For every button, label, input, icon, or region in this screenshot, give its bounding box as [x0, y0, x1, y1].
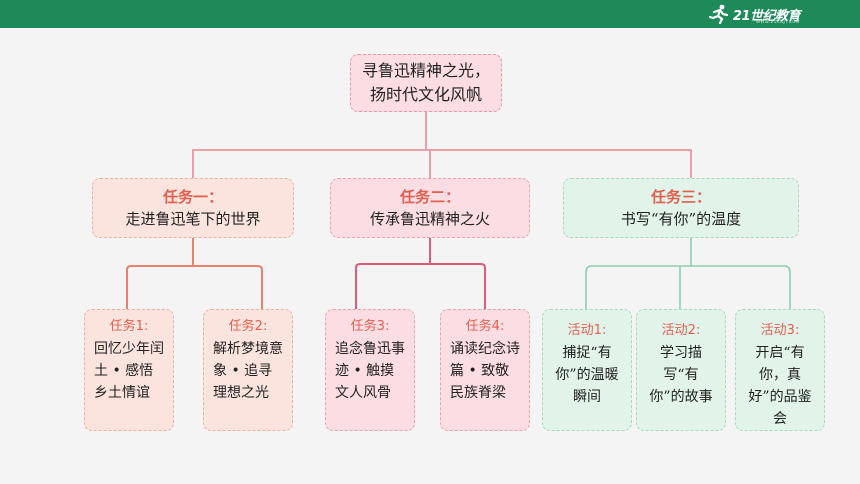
subtask-node-4: 任务4: 诵读纪念诗篇 • 致敬民族脊梁	[440, 309, 530, 431]
logo-subtext: WWW.21CNJY.COM	[755, 19, 800, 24]
root-line2: 扬时代文化风帆	[369, 85, 482, 104]
root-node: 寻鲁迅精神之光， 扬时代文化风帆	[350, 54, 502, 112]
subtask-node-2: 任务2: 解析梦境意象 • 追寻理想之光	[203, 309, 293, 431]
task1-connectors	[126, 238, 263, 309]
task3-connectors	[585, 238, 791, 309]
task-node-2: 任务二： 传承鲁迅精神之火	[330, 178, 530, 238]
root-connectors	[192, 112, 692, 178]
task2-connectors	[355, 238, 486, 309]
subtask-text: 追念鲁迅事迹 • 触摸文人风骨	[335, 341, 405, 401]
subtask-title: 任务3:	[350, 319, 390, 334]
activity-text: 开启“有你，真好”的品鉴会	[748, 345, 812, 427]
runner-icon	[708, 4, 729, 24]
subtask-text: 诵读纪念诗篇 • 致敬民族脊梁	[450, 341, 520, 401]
site-logo: 21世纪教育	[708, 3, 801, 25]
logo-text: 21世纪教育	[732, 8, 801, 24]
task-node-1: 任务一： 走进鲁迅笔下的世界	[92, 178, 294, 238]
activity-node-3: 活动3: 开启“有你，真好”的品鉴会	[735, 309, 825, 431]
root-line1: 寻鲁迅精神之光，	[361, 61, 490, 80]
activity-node-2: 活动2: 学习描写“有你”的故事	[636, 309, 726, 431]
activity-node-1: 活动1: 捕捉“有你”的温暖瞬间	[542, 309, 632, 431]
activity-title: 活动1:	[567, 323, 607, 338]
task-subtitle: 传承鲁迅精神之火	[369, 210, 490, 228]
subtask-node-3: 任务3: 追念鲁迅事迹 • 触摸文人风骨	[325, 309, 415, 431]
task-subtitle: 书写“有你”的温度	[620, 210, 742, 228]
subtask-node-1: 任务1: 回忆少年闰土 • 感悟乡土情谊	[84, 309, 174, 431]
activity-title: 活动2:	[661, 323, 701, 338]
activity-title: 活动3:	[760, 323, 800, 338]
subtask-title: 任务2:	[228, 319, 268, 334]
activity-text: 捕捉“有你”的温暖瞬间	[555, 345, 619, 405]
task-title: 任务一：	[162, 188, 223, 206]
subtask-text: 解析梦境意象 • 追寻理想之光	[213, 341, 283, 401]
top-bar	[0, 0, 860, 28]
task-title: 任务二：	[399, 188, 460, 206]
task-title: 任务三：	[650, 188, 711, 206]
task-subtitle: 走进鲁迅笔下的世界	[125, 210, 261, 228]
subtask-title: 任务1:	[109, 319, 149, 334]
task-node-3: 任务三： 书写“有你”的温度	[563, 178, 799, 238]
subtask-title: 任务4:	[465, 319, 505, 334]
subtask-text: 回忆少年闰土 • 感悟乡土情谊	[94, 341, 164, 401]
activity-text: 学习描写“有你”的故事	[649, 345, 713, 405]
